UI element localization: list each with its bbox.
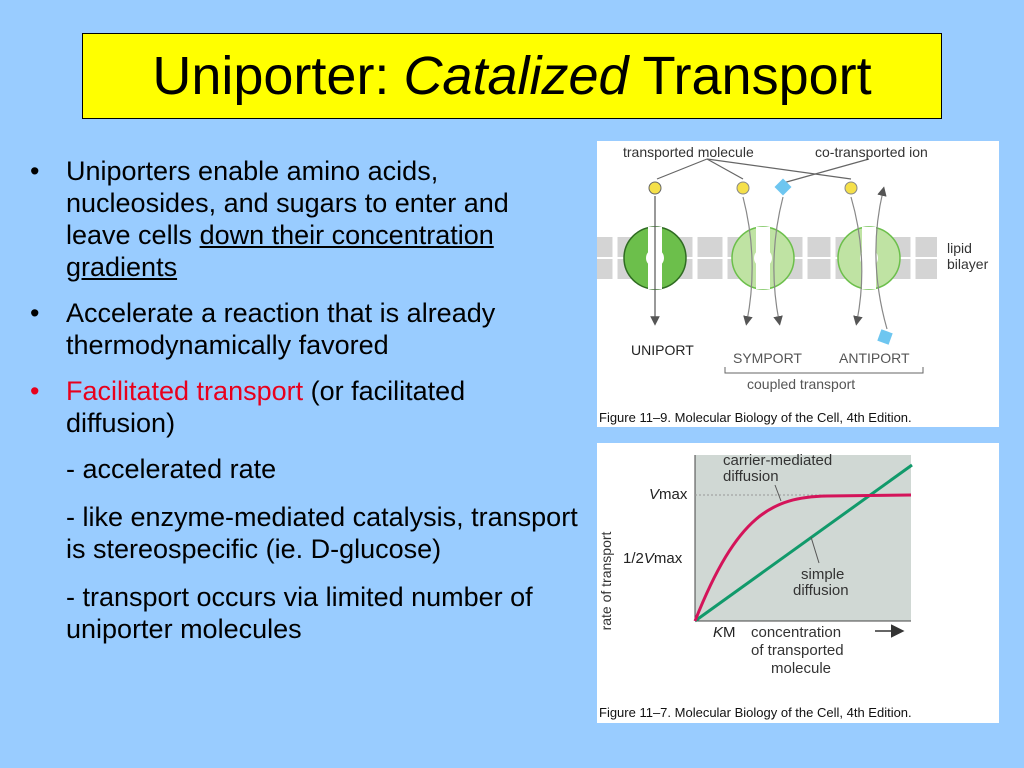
half-vmax-label: 1/2Vmax <box>623 550 683 567</box>
vmax-label: Vmax <box>649 486 688 503</box>
transport-kinetics-figure: carrier-mediated diffusion simple diffus… <box>597 443 999 723</box>
bullet-facilitated: • Facilitated transport (or facilitated … <box>30 375 580 439</box>
label-carrier-line-2: diffusion <box>723 468 779 485</box>
label-coupled-transport: coupled transport <box>747 376 855 392</box>
kinetics-chart: carrier-mediated diffusion simple diffus… <box>598 452 913 720</box>
bullet-uniporters: • Uniporters enable amino acids, nucleos… <box>30 155 580 283</box>
label-simple-line-2: diffusion <box>793 582 849 599</box>
symport-ion <box>774 178 792 196</box>
antiport-ion <box>877 329 893 345</box>
bullet-2-text: Accelerate a reaction that is already th… <box>66 298 496 360</box>
symport-molecule <box>736 181 750 195</box>
sub-point-rate: - accelerated rate <box>66 454 277 484</box>
simple-diffusion-line <box>694 463 913 623</box>
transporter-diagram: transported molecule co-transported ion … <box>597 144 989 425</box>
transporter-types-figure: transported molecule co-transported ion … <box>597 141 999 427</box>
label-lipid: lipid <box>947 240 972 256</box>
title-part-2: Catalized <box>403 46 629 106</box>
uniport-molecule <box>648 181 662 195</box>
label-antiport: ANTIPORT <box>839 350 910 366</box>
bullet-accelerate: • Accelerate a reaction that is already … <box>30 297 580 361</box>
label-co-transported-ion: co-transported ion <box>815 144 928 160</box>
km-label: KM <box>713 624 736 641</box>
carrier-mediated-curve <box>693 493 912 622</box>
bullet-3-highlight: Facilitated transport <box>66 376 304 406</box>
figure-1-caption: Figure 11–9. Molecular Biology of the Ce… <box>599 410 912 425</box>
bullet-1-underlined: down their concentration gradients <box>66 220 494 282</box>
label-transported-molecule: transported molecule <box>623 144 754 160</box>
symport-protein <box>731 226 795 290</box>
antiport-protein <box>837 226 901 290</box>
bullet-dot: • <box>30 156 40 186</box>
label-bilayer: bilayer <box>947 256 989 272</box>
figure-2-caption: Figure 11–7. Molecular Biology of the Ce… <box>599 705 912 720</box>
x-axis-label-line-2: of transported <box>751 642 844 659</box>
x-axis-label-line-1: concentration <box>751 624 841 641</box>
sub-point-stereospecific: - like enzyme-mediated catalysis, transp… <box>66 502 578 564</box>
label-uniport: UNIPORT <box>631 342 694 358</box>
bullet-dot: • <box>30 298 40 328</box>
y-axis-label: rate of transport <box>598 531 614 630</box>
title-part-3: Transport <box>642 46 872 106</box>
title-part-1: Uniporter: <box>152 46 390 106</box>
bullet-1-text: Uniporters enable amino acids, nucleosid… <box>66 156 509 250</box>
sub-point-limited: - transport occurs via limited number of… <box>66 582 533 644</box>
x-axis-label-line-3: molecule <box>771 660 831 677</box>
bullet-dot: • <box>30 376 40 406</box>
bullet-list: • Uniporters enable amino acids, nucleos… <box>30 155 580 661</box>
label-simple-line-1: simple <box>801 566 844 583</box>
antiport-molecule <box>844 181 858 195</box>
label-symport: SYMPORT <box>733 350 802 366</box>
slide-title: Uniporter: Catalized Transport <box>82 33 942 119</box>
bullet-3-rest: (or facilitated diffusion) <box>66 376 466 438</box>
coupled-bracket <box>724 367 924 374</box>
label-carrier-line-1: carrier-mediated <box>723 452 832 469</box>
